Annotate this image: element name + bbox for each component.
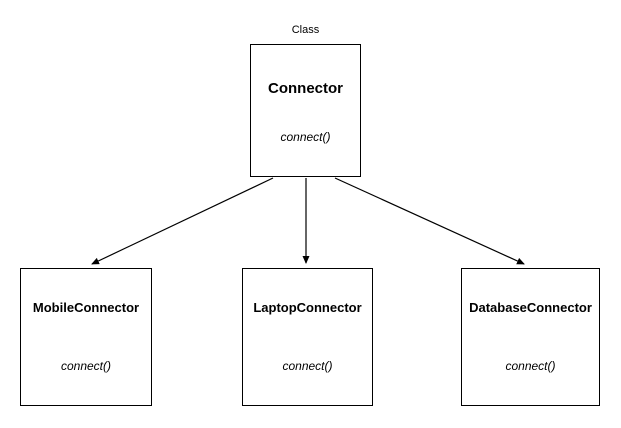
class-name-laptopconnector: LaptopConnector: [253, 300, 362, 315]
class-box-laptopconnector: LaptopConnector connect(): [242, 268, 373, 406]
class-method-databaseconnector: connect(): [505, 359, 556, 373]
class-name-connector: Connector: [268, 80, 343, 97]
class-name-mobileconnector: MobileConnector: [32, 300, 140, 315]
class-stereotype-label: Class: [291, 24, 320, 36]
class-box-databaseconnector: DatabaseConnector connect(): [461, 268, 600, 406]
edge-connector-to-mobileconnector: [91, 177, 274, 265]
edge-connector-to-databaseconnector: [334, 177, 525, 265]
class-method-mobileconnector: connect(): [60, 359, 112, 373]
class-box-mobileconnector: MobileConnector connect(): [20, 268, 152, 406]
class-method-connector: connect(): [280, 130, 331, 144]
class-method-laptopconnector: connect(): [282, 359, 333, 373]
class-box-connector: Connector connect(): [250, 44, 361, 177]
class-name-databaseconnector: DatabaseConnector: [469, 300, 592, 315]
